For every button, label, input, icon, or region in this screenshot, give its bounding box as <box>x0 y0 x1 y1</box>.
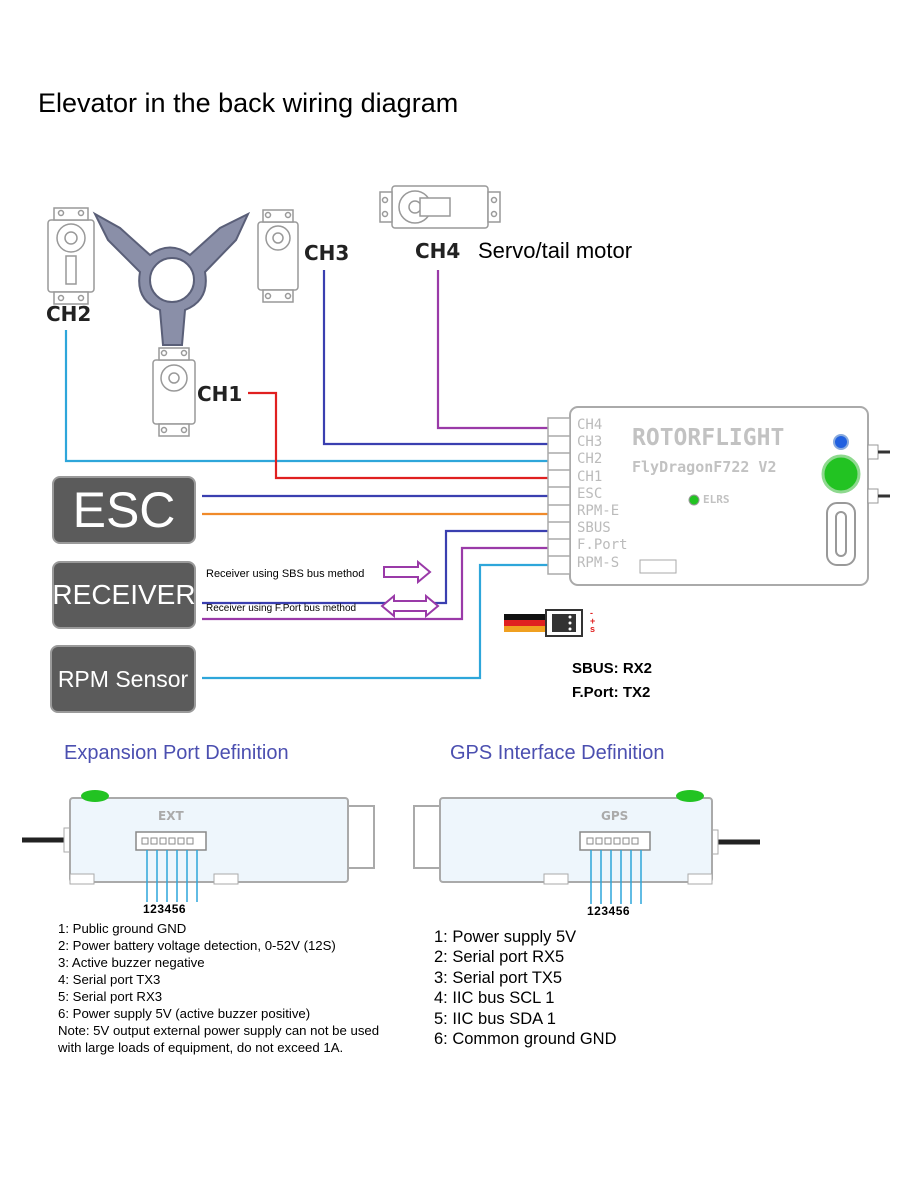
pin-rpm-e: RPM-E <box>577 503 620 520</box>
servo-connector-icon <box>504 609 583 637</box>
servo-icon-ch2 <box>47 207 95 305</box>
ch4-label: CH4 <box>415 239 461 263</box>
pin-ch1: CH1 <box>577 468 603 485</box>
wire-rpm-s <box>202 563 553 680</box>
uart-sbus: SBUS: RX2 <box>572 660 653 677</box>
list-item: 3: Active buzzer negative <box>58 955 205 970</box>
wire-ch3 <box>322 270 553 446</box>
pin-labels: CH4 CH3 CH2 CH1 ESC RPM-E SBUS F.Port RP… <box>577 417 628 572</box>
elrs-label: ELRS <box>703 493 730 506</box>
wire-ch4 <box>436 270 553 430</box>
expansion-definition-list: 1: Public ground GND 2: Power battery vo… <box>58 920 379 1056</box>
servo-icon-ch3 <box>257 209 299 303</box>
sign-minus: - <box>590 608 593 618</box>
list-item: Note: 5V output external power supply ca… <box>58 1023 380 1038</box>
servo-icon-ch1 <box>152 347 196 437</box>
sbus-note: Receiver using SBS bus method <box>206 568 365 580</box>
pin-ch4: CH4 <box>577 417 603 433</box>
sign-signal: s <box>590 624 596 634</box>
led-icon-green <box>821 454 861 494</box>
list-item: 6: Common ground GND <box>434 1030 617 1049</box>
list-item: 4: IIC bus SCL 1 <box>434 989 555 1008</box>
wires <box>64 270 553 680</box>
receiver-box: RECEIVER <box>52 561 196 629</box>
servo-icon-ch4 <box>379 185 501 229</box>
gps-port-label: GPS <box>601 809 629 823</box>
wire-fport <box>202 546 553 621</box>
swashplate-icon <box>92 211 251 346</box>
controller-brand: ROTORFLIGHT <box>632 425 785 451</box>
led-icon-blue <box>833 434 849 450</box>
list-item: 2: Power battery voltage detection, 0-52… <box>58 938 336 953</box>
arrow-both-icon <box>380 593 440 619</box>
controller-model: FlyDragonF722 V2 <box>632 458 777 476</box>
page-title: Elevator in the back wiring diagram <box>38 88 459 118</box>
pin-esc: ESC <box>577 485 603 502</box>
pin-ch2: CH2 <box>577 451 603 468</box>
ch3-label: CH3 <box>304 241 350 265</box>
led-icon-elrs <box>688 494 700 506</box>
pin-ch3: CH3 <box>577 434 603 451</box>
sign-plus: + <box>590 616 596 626</box>
list-item: 5: IIC bus SDA 1 <box>434 1009 556 1028</box>
gps-definition-list: 1: Power supply 5V 2: Serial port RX5 3:… <box>434 927 617 1049</box>
pin-fport: F.Port <box>577 537 628 554</box>
pin-rpm-s: RPM-S <box>577 554 620 571</box>
gps-module <box>413 790 760 904</box>
list-item: 1: Power supply 5V <box>434 928 577 946</box>
uart-fport: F.Port: TX2 <box>572 684 651 701</box>
ext-port-label: EXT <box>158 809 184 823</box>
ch1-label: CH1 <box>197 382 243 406</box>
list-item: 3: Serial port TX5 <box>434 968 563 987</box>
ext-pin-numbers: 123456 <box>143 902 187 916</box>
gps-heading: GPS Interface Definition <box>450 742 665 764</box>
wire-ch2 <box>64 330 553 463</box>
wire-ch1 <box>248 391 553 480</box>
list-item: 4: Serial port TX3 <box>58 972 161 987</box>
flight-controller <box>547 406 890 586</box>
list-item: with large loads of equipment, do not ex… <box>58 1040 344 1055</box>
gps-pin-numbers: 123456 <box>587 904 631 918</box>
list-item: 6: Power supply 5V (active buzzer positi… <box>58 1006 311 1021</box>
arrow-right-icon <box>383 559 432 585</box>
list-item: 2: Serial port RX5 <box>434 948 565 967</box>
list-item: 5: Serial port RX3 <box>58 989 163 1004</box>
list-item: 1: Public ground GND <box>58 921 187 936</box>
ch2-label: CH2 <box>46 302 92 326</box>
fport-note: Receiver using F.Port bus method <box>206 603 357 614</box>
expansion-heading: Expansion Port Definition <box>64 742 289 764</box>
ext-module <box>22 790 375 902</box>
rpm-sensor-box: RPM Sensor <box>50 645 196 713</box>
wire-sbus <box>202 529 553 605</box>
pin-sbus: SBUS <box>577 520 611 537</box>
esc-box: ESC <box>52 476 196 544</box>
connector-signs: - + s <box>590 608 596 634</box>
ch4-description: Servo/tail motor <box>478 238 633 263</box>
